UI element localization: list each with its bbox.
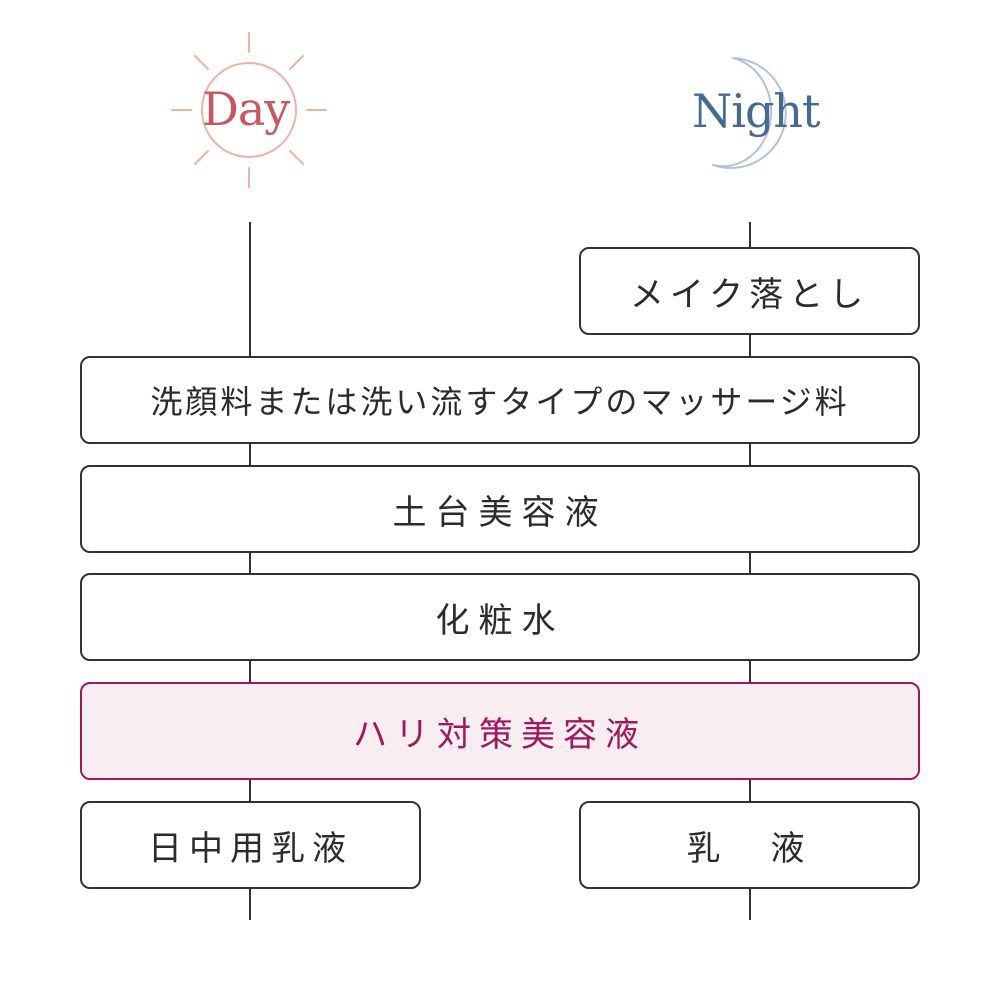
step-base-serum-label: 土台美容液 [392, 492, 608, 533]
day-flow-line [249, 222, 251, 920]
step-cleanser-label: 洗顔料または洗い流すタイプのマッサージ料 [150, 383, 850, 421]
day-label: Day [202, 82, 290, 136]
step-night-emulsion-label: 乳 液 [686, 828, 813, 869]
step-firming-serum: ハリ対策美容液 [80, 682, 920, 780]
night-flow-line [749, 222, 751, 920]
step-lotion-label: 化粧水 [435, 600, 565, 641]
sun-icon [171, 32, 327, 188]
moon-icon [712, 57, 787, 169]
night-label: Night [692, 84, 821, 138]
step-day-emulsion-label: 日中用乳液 [148, 828, 353, 869]
step-night-emulsion: 乳 液 [579, 801, 920, 889]
step-lotion: 化粧水 [80, 573, 920, 661]
step-cleanser: 洗顔料または洗い流すタイプのマッサージ料 [80, 356, 920, 444]
step-base-serum: 土台美容液 [80, 465, 920, 553]
step-day-emulsion: 日中用乳液 [80, 801, 421, 889]
step-makeup-remover-label: メイク落とし [629, 274, 870, 315]
step-firming-serum-label: ハリ対策美容液 [353, 714, 647, 755]
step-makeup-remover: メイク落とし [579, 247, 920, 335]
